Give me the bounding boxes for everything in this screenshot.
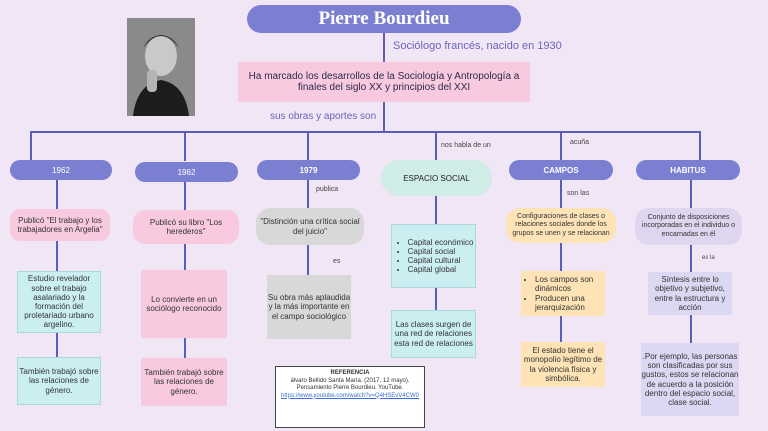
box-recognized: Lo convierte en un sociólogo reconocido [141, 270, 227, 338]
pub-distincion: "Distinción una crítica social del juici… [256, 208, 364, 245]
label-es: es [333, 258, 341, 265]
connector [560, 316, 562, 342]
list-item: Capital social [408, 247, 474, 256]
list-item: Capital cultural [408, 256, 474, 265]
list-item: Los campos son dinámicos [535, 275, 605, 293]
connector [435, 131, 437, 161]
connector [56, 241, 58, 271]
connector [699, 131, 701, 161]
head-1962-a: 1962 [10, 160, 112, 180]
connector [184, 180, 186, 210]
connector [560, 243, 562, 271]
head-espacio-social: ESPACIO SOCIAL [381, 160, 492, 196]
connector [383, 33, 385, 62]
capital-list: Capital económico Capital social Capital… [394, 238, 474, 275]
box-relations: Las clases surgen de una red de relacion… [391, 310, 476, 358]
label-es-la: es la [702, 255, 715, 261]
reference-text: álvaro Bellido Santa María. (2017, 12 ma… [290, 377, 410, 392]
label-son-las: son las [567, 190, 590, 197]
connector [56, 333, 58, 357]
box-ejemplo: .Por ejemplo, las personas son clasifica… [641, 343, 739, 416]
connector [560, 131, 562, 161]
label-publica: publica [316, 186, 339, 193]
connector [690, 315, 692, 343]
connector [690, 180, 692, 208]
connector [435, 196, 437, 224]
box-gender-2: También trabajó sobre las relaciones de … [141, 358, 227, 406]
diagram-title: Pierre Bourdieu [247, 5, 521, 33]
label-acuna: acuña [570, 139, 590, 146]
list-item: Producen una jerarquización [535, 294, 605, 312]
box-argelia-study: Estudio revelador sobre el trabajo asala… [17, 271, 101, 333]
connector [184, 244, 186, 270]
connector [307, 245, 309, 275]
box-estado: El estado tiene el monopolio legítimo de… [521, 342, 605, 387]
connector [307, 180, 309, 208]
box-capitals: Capital económico Capital social Capital… [391, 224, 476, 288]
label-nos-habla: nos habla de un [441, 142, 491, 149]
box-campos-list: Los campos son dinámicos Producen una je… [521, 271, 605, 316]
box-gender-1: También trabajó sobre las relaciones de … [17, 357, 101, 405]
subtitle: Sociólogo francés, nacido en 1930 [393, 40, 562, 52]
connector [56, 180, 58, 210]
head-campos: CAMPOS [509, 160, 613, 180]
head-habitus: HABITUS [636, 160, 740, 180]
connector [690, 245, 692, 272]
list-item: Capital económico [408, 238, 474, 247]
connector [30, 131, 32, 161]
list-item: Capital global [408, 265, 474, 274]
reference-box: REFERENCIA álvaro Bellido Santa María. (… [275, 366, 425, 428]
connector [184, 338, 186, 358]
portrait-photo [127, 18, 195, 116]
connector [30, 131, 700, 133]
pub-herederos: Publicó su libro "Los herederos" [133, 210, 239, 244]
reference-link[interactable]: https://www.youtube.com/watch?v=Q4HSEvV4… [281, 392, 419, 399]
desc-habitus: Conjunto de disposiciones incorporadas e… [635, 208, 742, 245]
works-label: sus obras y aportes son [270, 111, 377, 122]
pub-argelia: Publicó "El trabajo y los trabajadores e… [10, 209, 110, 241]
desc-campos: Configuraciones de clases o relaciones s… [506, 208, 616, 243]
box-sintesis: Síntesis entre lo objetivo y subjetivo, … [648, 272, 732, 315]
connector [307, 131, 309, 161]
intro-box: Ha marcado los desarrollos de la Sociolo… [238, 62, 530, 102]
connector [435, 288, 437, 310]
head-1979: 1979 [257, 160, 360, 180]
reference-heading: REFERENCIA [330, 370, 370, 376]
head-1962-b: 1962 [135, 162, 238, 182]
box-most-important: Su obra más aplaudida y la más important… [267, 275, 351, 339]
campos-list: Los campos son dinámicos Producen una je… [521, 275, 605, 312]
connector [560, 180, 562, 208]
connector [184, 131, 186, 161]
connector [383, 102, 385, 132]
